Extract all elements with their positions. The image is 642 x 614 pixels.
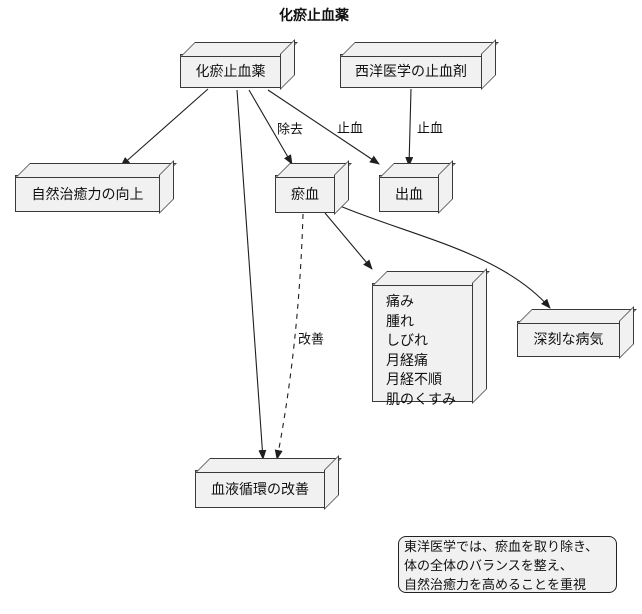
edge-label-shiketsu-1: 止血 — [336, 121, 364, 137]
symptom-line: 肌のくすみ — [386, 391, 456, 408]
edge-seiyo-shukketsu — [405, 88, 414, 167]
edge-kaoshiketsuyaku-oketsu — [248, 89, 293, 165]
node-shukketsu: 出血 — [379, 175, 439, 212]
edge-kaoshiketsuyaku-ketsueki — [236, 89, 267, 460]
node-symptoms: 痛み 腫れ しびれ 月経痛 月経不順 肌のくすみ — [372, 283, 473, 408]
edge-oketsu-ketsueki-dashed — [274, 213, 304, 460]
node-seiyo-shiketsuzai-label: 西洋医学の止血剤 — [355, 64, 467, 80]
edge-label-shiketsu-2: 止血 — [416, 121, 444, 137]
note-line: 東洋医学では、瘀血を取り除き、 — [404, 540, 599, 555]
node-seiyo-shiketsuzai: 西洋医学の止血剤 — [340, 54, 482, 88]
node-kaoshiketsuyaku-label: 化瘀止血薬 — [195, 64, 266, 80]
edge-oketsu-symptoms — [324, 212, 373, 270]
edge-label-kaizen: 改善 — [297, 332, 325, 348]
symptom-line: しびれ — [386, 333, 428, 349]
symptom-line: 月経痛 — [386, 352, 428, 369]
node-shizen-chiyu: 自然治癒力の向上 — [15, 175, 160, 212]
node-shukketsu-label: 出血 — [395, 186, 423, 203]
node-ketsueki-junkan-label: 血液循環の改善 — [211, 482, 309, 498]
node-shinkoku-byoki-label: 深刻な病気 — [533, 332, 604, 348]
node-oketsu-label: 瘀血 — [291, 187, 319, 203]
diagram-title: 化瘀止血薬 — [279, 8, 349, 24]
node-kaoshiketsuyaku: 化瘀止血薬 — [180, 54, 281, 88]
edge-kaoshiketsuyaku-shizen — [120, 88, 209, 167]
edge-kaoshiketsuyaku-shukketsu — [267, 89, 380, 165]
node-shizen-chiyu-label: 自然治癒力の向上 — [31, 186, 144, 203]
edge-label-jokyo: 除去 — [276, 122, 304, 138]
node-shinkoku-byoki: 深刻な病気 — [517, 321, 620, 357]
symptom-line: 痛み — [386, 294, 414, 310]
edge-oketsu-shinkoku — [339, 205, 551, 309]
note-line: 体の全体のバランスを整え、 — [404, 559, 573, 574]
symptom-line: 腫れ — [386, 313, 414, 330]
node-ketsueki-junkan: 血液循環の改善 — [195, 470, 325, 508]
node-oketsu: 瘀血 — [275, 175, 335, 213]
note-box: 東洋医学では、瘀血を取り除き、 体の全体のバランスを整え、 自然治癒力を高めるこ… — [398, 536, 617, 593]
symptom-line: 月経不順 — [386, 372, 442, 388]
note-line: 自然治癒力を高めることを重視 — [404, 578, 587, 593]
